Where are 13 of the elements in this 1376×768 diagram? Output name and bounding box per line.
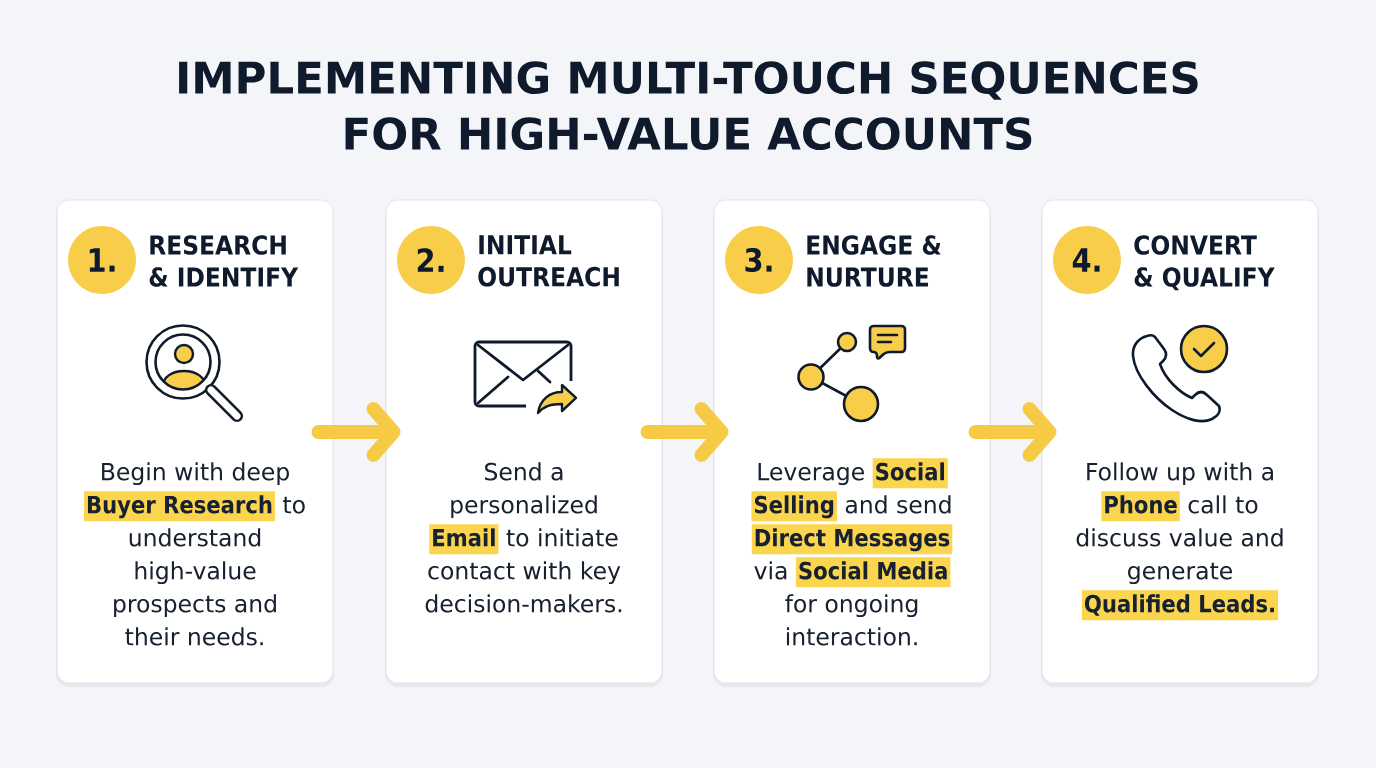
step-description: Send a personalized Email to initiate contact with key decision-makers. bbox=[425, 462, 622, 613]
number-badge: 2. bbox=[397, 226, 465, 294]
number-badge: 3. bbox=[725, 226, 793, 294]
step-heading: RESEARCH & IDENTIFY bbox=[149, 235, 299, 287]
step-heading: CONVERT & QUALIFY bbox=[1134, 235, 1275, 291]
step-description: Follow up with a Phone call to discuss value and generate Qualified Leads. bbox=[1076, 462, 1283, 621]
step-description: Leverage Social Selling and send Direct Messages via Social Media for ongoing interaction. bbox=[751, 458, 953, 646]
step-heading: ENGAGE & NURTURE bbox=[807, 235, 941, 287]
step-description: Begin with deep Buyer Research to understand high-value prospects and their needs. bbox=[84, 462, 305, 646]
number-badge: 4. bbox=[1053, 226, 1121, 294]
title: IMPLEMENTING MULTI-TOUCH SEQUENCES FOR HIGH-VALUE ACCOUNTS bbox=[179, 61, 1198, 151]
step-heading: INITIAL OUTREACH bbox=[478, 235, 619, 287]
number-badge: 1. bbox=[68, 226, 136, 294]
